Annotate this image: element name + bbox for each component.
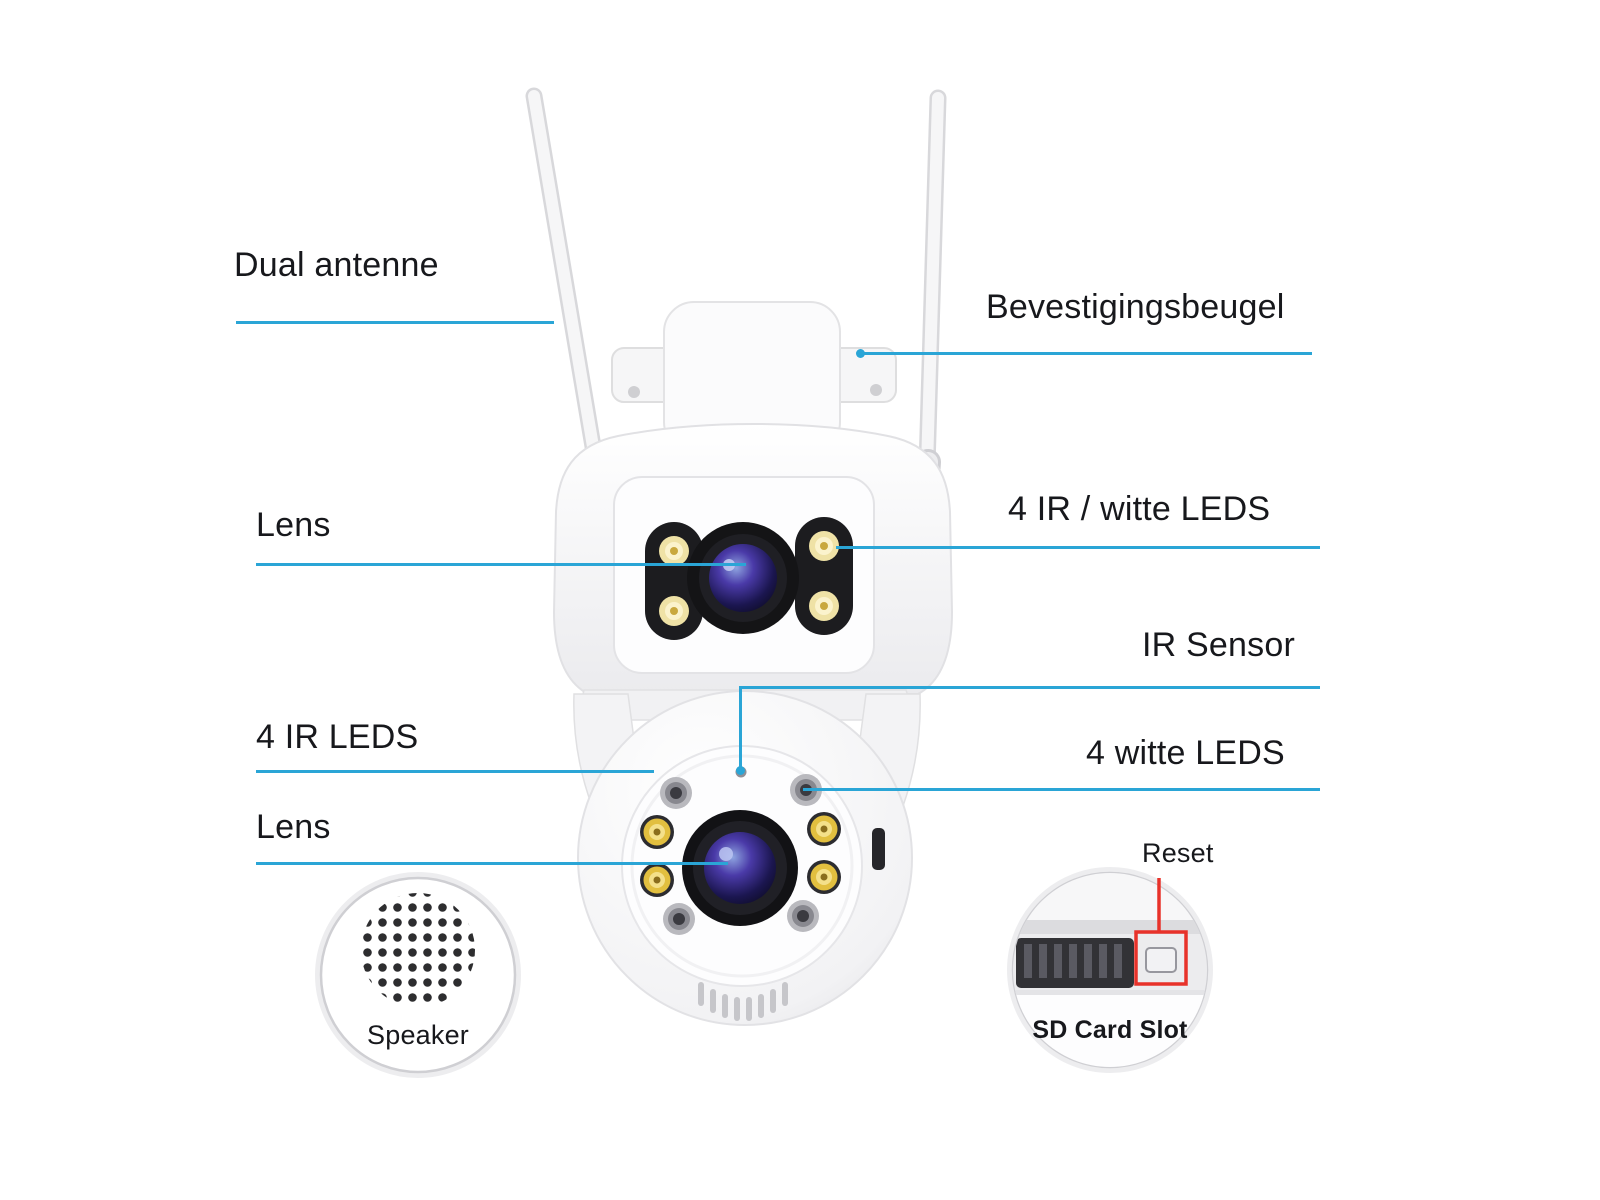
callout-pointer-ir-sensor xyxy=(739,686,742,770)
label-bevestigingsbeugel: Bevestigingsbeugel xyxy=(986,288,1285,326)
callout-dot-ir-sensor xyxy=(736,766,745,775)
label-speaker: Speaker xyxy=(367,1020,469,1050)
reset-marker xyxy=(1134,878,1188,986)
callout-line-ir-witte-leds xyxy=(836,546,1320,549)
label-lens-bottom: Lens xyxy=(256,808,331,846)
callout-line-ir-leds xyxy=(256,770,654,773)
callout-line-lens-bottom xyxy=(256,862,728,865)
callout-line-dual-antenne xyxy=(236,321,554,324)
label-sd-card-slot: SD Card Slot xyxy=(1032,1016,1188,1044)
label-ir-leds: 4 IR LEDS xyxy=(256,718,419,756)
callout-dot-bevestigingsbeugel xyxy=(856,349,865,358)
callout-line-lens-top xyxy=(256,563,746,566)
label-dual-antenne: Dual antenne xyxy=(234,246,439,284)
label-ir-sensor: IR Sensor xyxy=(1142,626,1295,664)
callout-line-ir-sensor xyxy=(740,686,1320,689)
top-led-icon xyxy=(659,531,839,626)
side-port xyxy=(872,828,885,870)
reset-button-icon xyxy=(1145,947,1177,973)
top-led-panel xyxy=(645,517,853,640)
label-ir-witte-leds: 4 IR / witte LEDS xyxy=(1008,490,1271,528)
bottom-white-led-icon xyxy=(640,812,841,897)
label-lens-top: Lens xyxy=(256,506,331,544)
sd-card-inset xyxy=(1007,867,1213,1073)
bottom-lens xyxy=(682,810,798,926)
label-reset: Reset xyxy=(1142,838,1214,868)
vent-slats xyxy=(698,982,788,1021)
top-lens xyxy=(687,522,799,634)
callout-line-witte-leds xyxy=(803,788,1320,791)
speaker-holes-icon xyxy=(361,893,475,1007)
speaker-inset xyxy=(315,872,521,1078)
label-witte-leds: 4 witte LEDS xyxy=(1086,734,1285,772)
callout-line-bevestigingsbeugel xyxy=(860,352,1312,355)
